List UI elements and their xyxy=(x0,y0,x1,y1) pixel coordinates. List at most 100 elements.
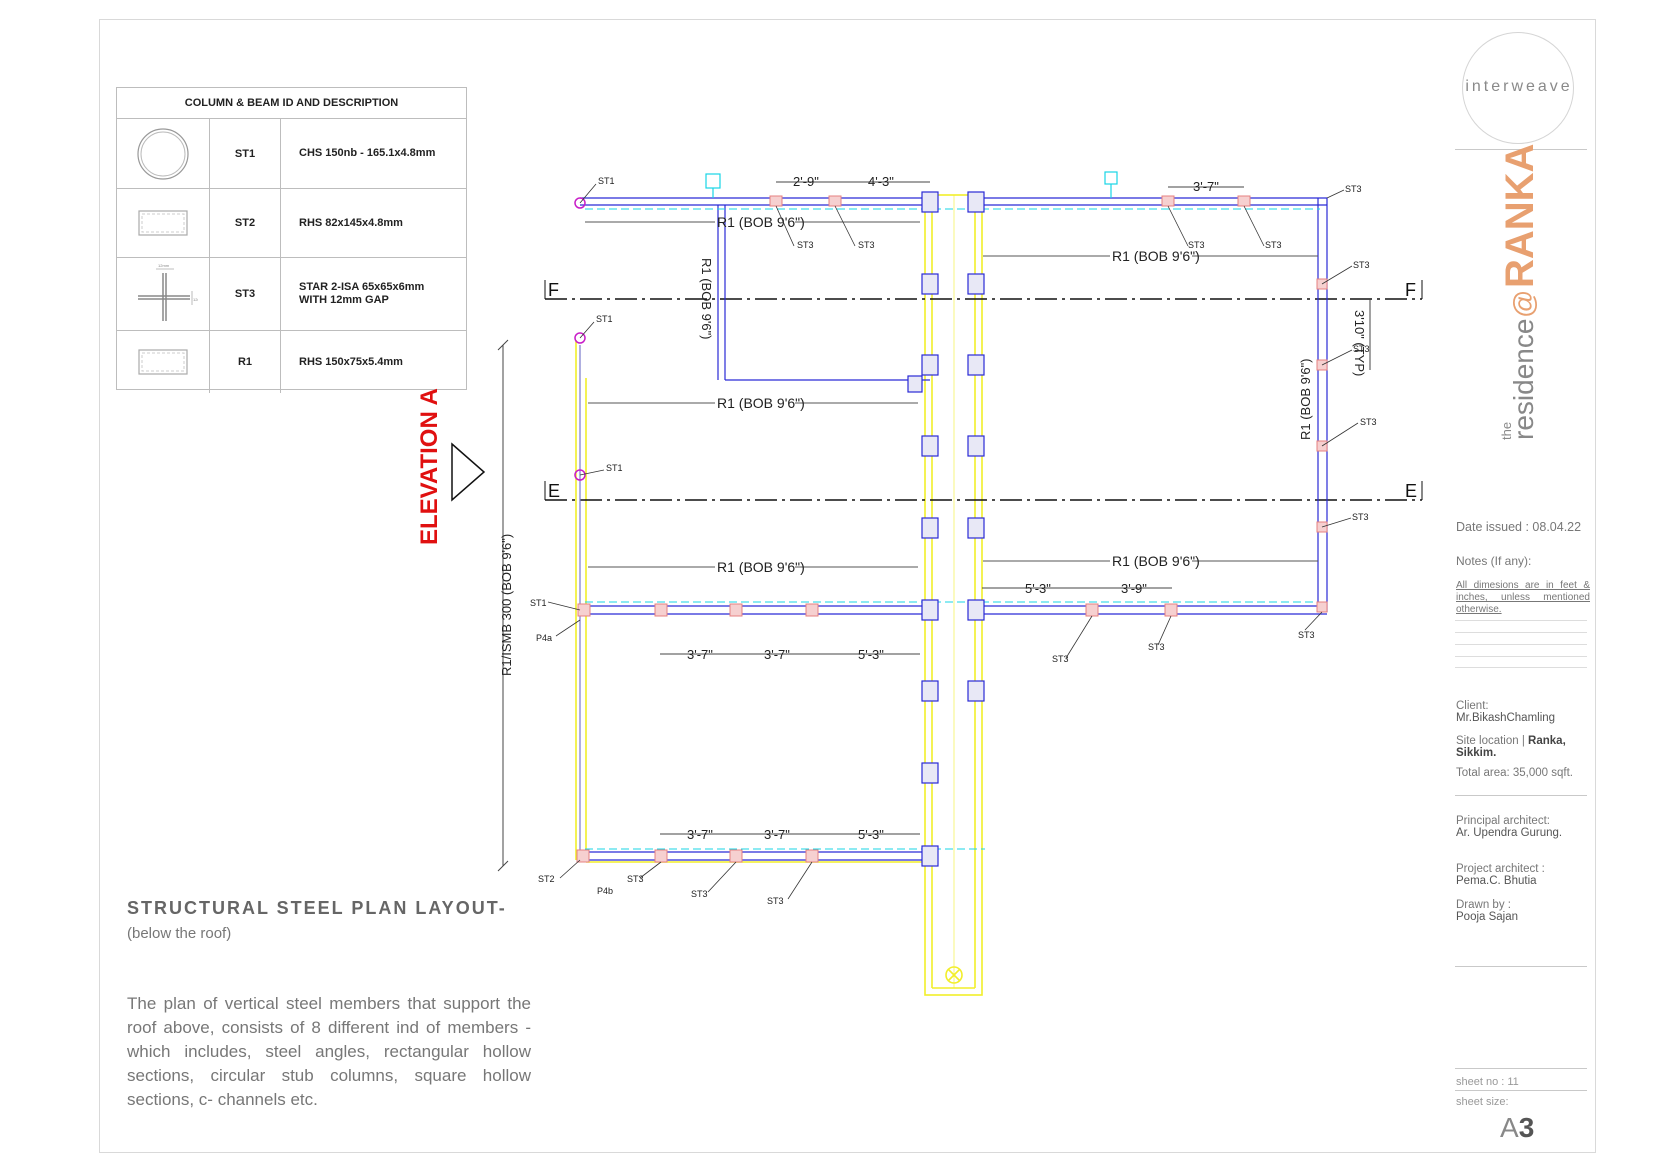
beam-labels: R1 (BOB 9'6") R1 (BOB 9'6") R1 (BOB 9'6"… xyxy=(585,214,1318,575)
legend-table: COLUMN & BEAM ID AND DESCRIPTION ST1 CHS… xyxy=(116,87,467,393)
drawing-title-dash: - xyxy=(498,898,507,918)
tag-st3: ST3 xyxy=(797,240,814,250)
grid-label-e-right: E xyxy=(1405,481,1417,501)
legend-row-r1: R1 RHS 150x75x5.4mm xyxy=(117,331,466,393)
project-name: Pema.C. Bhutia xyxy=(1456,875,1537,887)
tag-st3: ST3 xyxy=(1188,240,1205,250)
tag-st3: ST3 xyxy=(1345,184,1362,194)
beam-label-r1-right: R1 (BOB 9'6") xyxy=(1298,358,1313,440)
beam-label-r1-top-right: R1 (BOB 9'6") xyxy=(1112,248,1200,264)
chs-section-icon xyxy=(137,127,189,180)
brand-the: the xyxy=(1499,422,1514,440)
beam-network xyxy=(579,197,1328,861)
dim-bottom-c: 5'-3" xyxy=(858,827,884,842)
grid-label-f-right: F xyxy=(1405,280,1416,300)
tag-st3: ST3 xyxy=(1353,344,1370,354)
tag-st3: ST3 xyxy=(1052,654,1069,664)
columns-corridor xyxy=(907,191,985,867)
project-label: Project architect : xyxy=(1456,863,1545,875)
tag-leaders xyxy=(547,183,1359,900)
tag-st3: ST3 xyxy=(858,240,875,250)
brand-residence: residence xyxy=(1508,319,1539,440)
star-angle-section-icon: 12mm 12mm xyxy=(138,263,198,321)
logo-circle xyxy=(1462,32,1574,144)
dim-top-b: 4'-3" xyxy=(868,174,894,189)
dim-lower-a: 3'-7" xyxy=(687,647,713,662)
legend-row-st1: ST1 CHS 150nb - 165.1x4.8mm xyxy=(117,119,466,189)
legend-id: ST3 xyxy=(210,258,281,330)
tag-st3: ST3 xyxy=(767,896,784,906)
st1-columns xyxy=(574,197,586,481)
brand-name: RANKA xyxy=(1498,144,1542,288)
dim-top-c: 3'-7" xyxy=(1193,179,1219,194)
legend-desc: RHS 82x145x4.8mm xyxy=(299,216,403,229)
tag-st1-mid: ST1 xyxy=(596,314,613,324)
sheet-size-label: sheet size: xyxy=(1456,1096,1509,1108)
tag-st3: ST3 xyxy=(1265,240,1282,250)
drawn-label: Drawn by : xyxy=(1456,899,1511,911)
divider xyxy=(1455,1090,1587,1091)
drawing-subtitle: (below the roof) xyxy=(127,925,232,942)
st3-dim-a: 12mm xyxy=(158,263,170,268)
notes-line xyxy=(1455,620,1587,621)
tag-st3: ST3 xyxy=(627,874,644,884)
legend-desc: STAR 2-ISA 65x65x6mm WITH 12mm GAP xyxy=(299,281,425,306)
drawn-name: Pooja Sajan xyxy=(1456,911,1519,923)
vertical-dimension-left: R1/ISMB 300 (BOB 9'6") xyxy=(497,339,514,872)
member-tags: ST1 ST1 ST1 ST1 P4a ST2 P4b ST3 ST3 ST3 … xyxy=(530,176,1377,906)
drawing-description: The plan of vertical steel members that … xyxy=(127,994,531,1109)
sheet-border xyxy=(99,19,1596,1153)
beam-label-r1-top: R1 (BOB 9'6") xyxy=(717,214,805,230)
total-area: Total area: 35,000 sqft. xyxy=(1456,767,1573,779)
notes-line xyxy=(1455,656,1587,657)
dimensions: 2'-9" 4'-3" 3'-7" 5'-3" 3'-9" 3'-7" 3'-7… xyxy=(660,174,1371,842)
principal-name: Ar. Upendra Gurung. xyxy=(1456,827,1563,839)
tag-st1-lower: ST1 xyxy=(606,463,623,473)
legend-row-st3: 12mm 12mm ST3 STAR 2-ISA 65x65x6mm WITH … xyxy=(117,258,466,331)
tag-st1-top: ST1 xyxy=(598,176,615,186)
principal-label: Principal architect: xyxy=(1456,815,1550,827)
site-location: Site location | Ranka, Sikkim. xyxy=(1456,735,1590,759)
tag-st3: ST3 xyxy=(1352,512,1369,522)
dim-mid-b: 3'-9" xyxy=(1121,581,1147,596)
divider xyxy=(1455,149,1587,150)
drawing-title-text: STRUCTURAL STEEL PLAN LAYOUT xyxy=(127,898,499,918)
brand-at: @ xyxy=(1508,290,1539,318)
tag-p4a: P4a xyxy=(536,633,552,643)
elevation-a-label: ELEVATION A xyxy=(416,388,443,545)
dim-lower-b: 3'-7" xyxy=(764,647,790,662)
legend-desc: CHS 150nb - 165.1x4.8mm xyxy=(299,147,436,159)
dim-bottom-b: 3'-7" xyxy=(764,827,790,842)
notes-line xyxy=(1455,644,1587,645)
rhs-beam-section-icon xyxy=(138,349,188,375)
notes-line xyxy=(1455,667,1587,668)
logo-text: interweave xyxy=(1465,78,1573,95)
beam-label-r1-lower: R1 (BOB 9'6") xyxy=(717,559,805,575)
dim-lower-c: 5'-3" xyxy=(858,647,884,662)
beam-label-vertical: R1/ISMB 300 (BOB 9'6") xyxy=(499,534,514,676)
grid-label-f-left: F xyxy=(548,280,559,300)
dim-mid-a: 5'-3" xyxy=(1025,581,1051,596)
cyan-detail-markers xyxy=(705,171,1118,198)
beam-label-r1-lower-right: R1 (BOB 9'6") xyxy=(1112,553,1200,569)
divider xyxy=(1455,1068,1587,1069)
legend-header: COLUMN & BEAM ID AND DESCRIPTION xyxy=(117,88,466,119)
beam-label-r1-mid: R1 (BOB 9'6") xyxy=(717,395,805,411)
tag-st2: ST2 xyxy=(538,874,555,884)
sheet-size: A3 xyxy=(1500,1112,1534,1144)
legend-id: R1 xyxy=(210,331,281,393)
tag-st3: ST3 xyxy=(1298,630,1315,640)
beam-label-r1-vertical: R1 (BOB 9'6") xyxy=(699,258,714,340)
sheet-size-letter: A xyxy=(1500,1112,1519,1143)
notes-label: Notes (If any): xyxy=(1456,554,1532,568)
sheet-number: sheet no : 11 xyxy=(1456,1076,1519,1088)
legend-desc: RHS 150x75x5.4mm xyxy=(299,355,403,368)
divider xyxy=(1455,795,1587,796)
st3-dim-b: 12mm xyxy=(193,297,198,302)
drawing-title: STRUCTURAL STEEL PLAN LAYOUT- xyxy=(127,898,507,919)
tag-st3: ST3 xyxy=(691,889,708,899)
grid-line-f: F F xyxy=(544,280,1423,300)
legend-row-st2: ST2 RHS 82x145x4.8mm xyxy=(117,189,466,258)
tag-st1-side: ST1 xyxy=(530,598,547,608)
